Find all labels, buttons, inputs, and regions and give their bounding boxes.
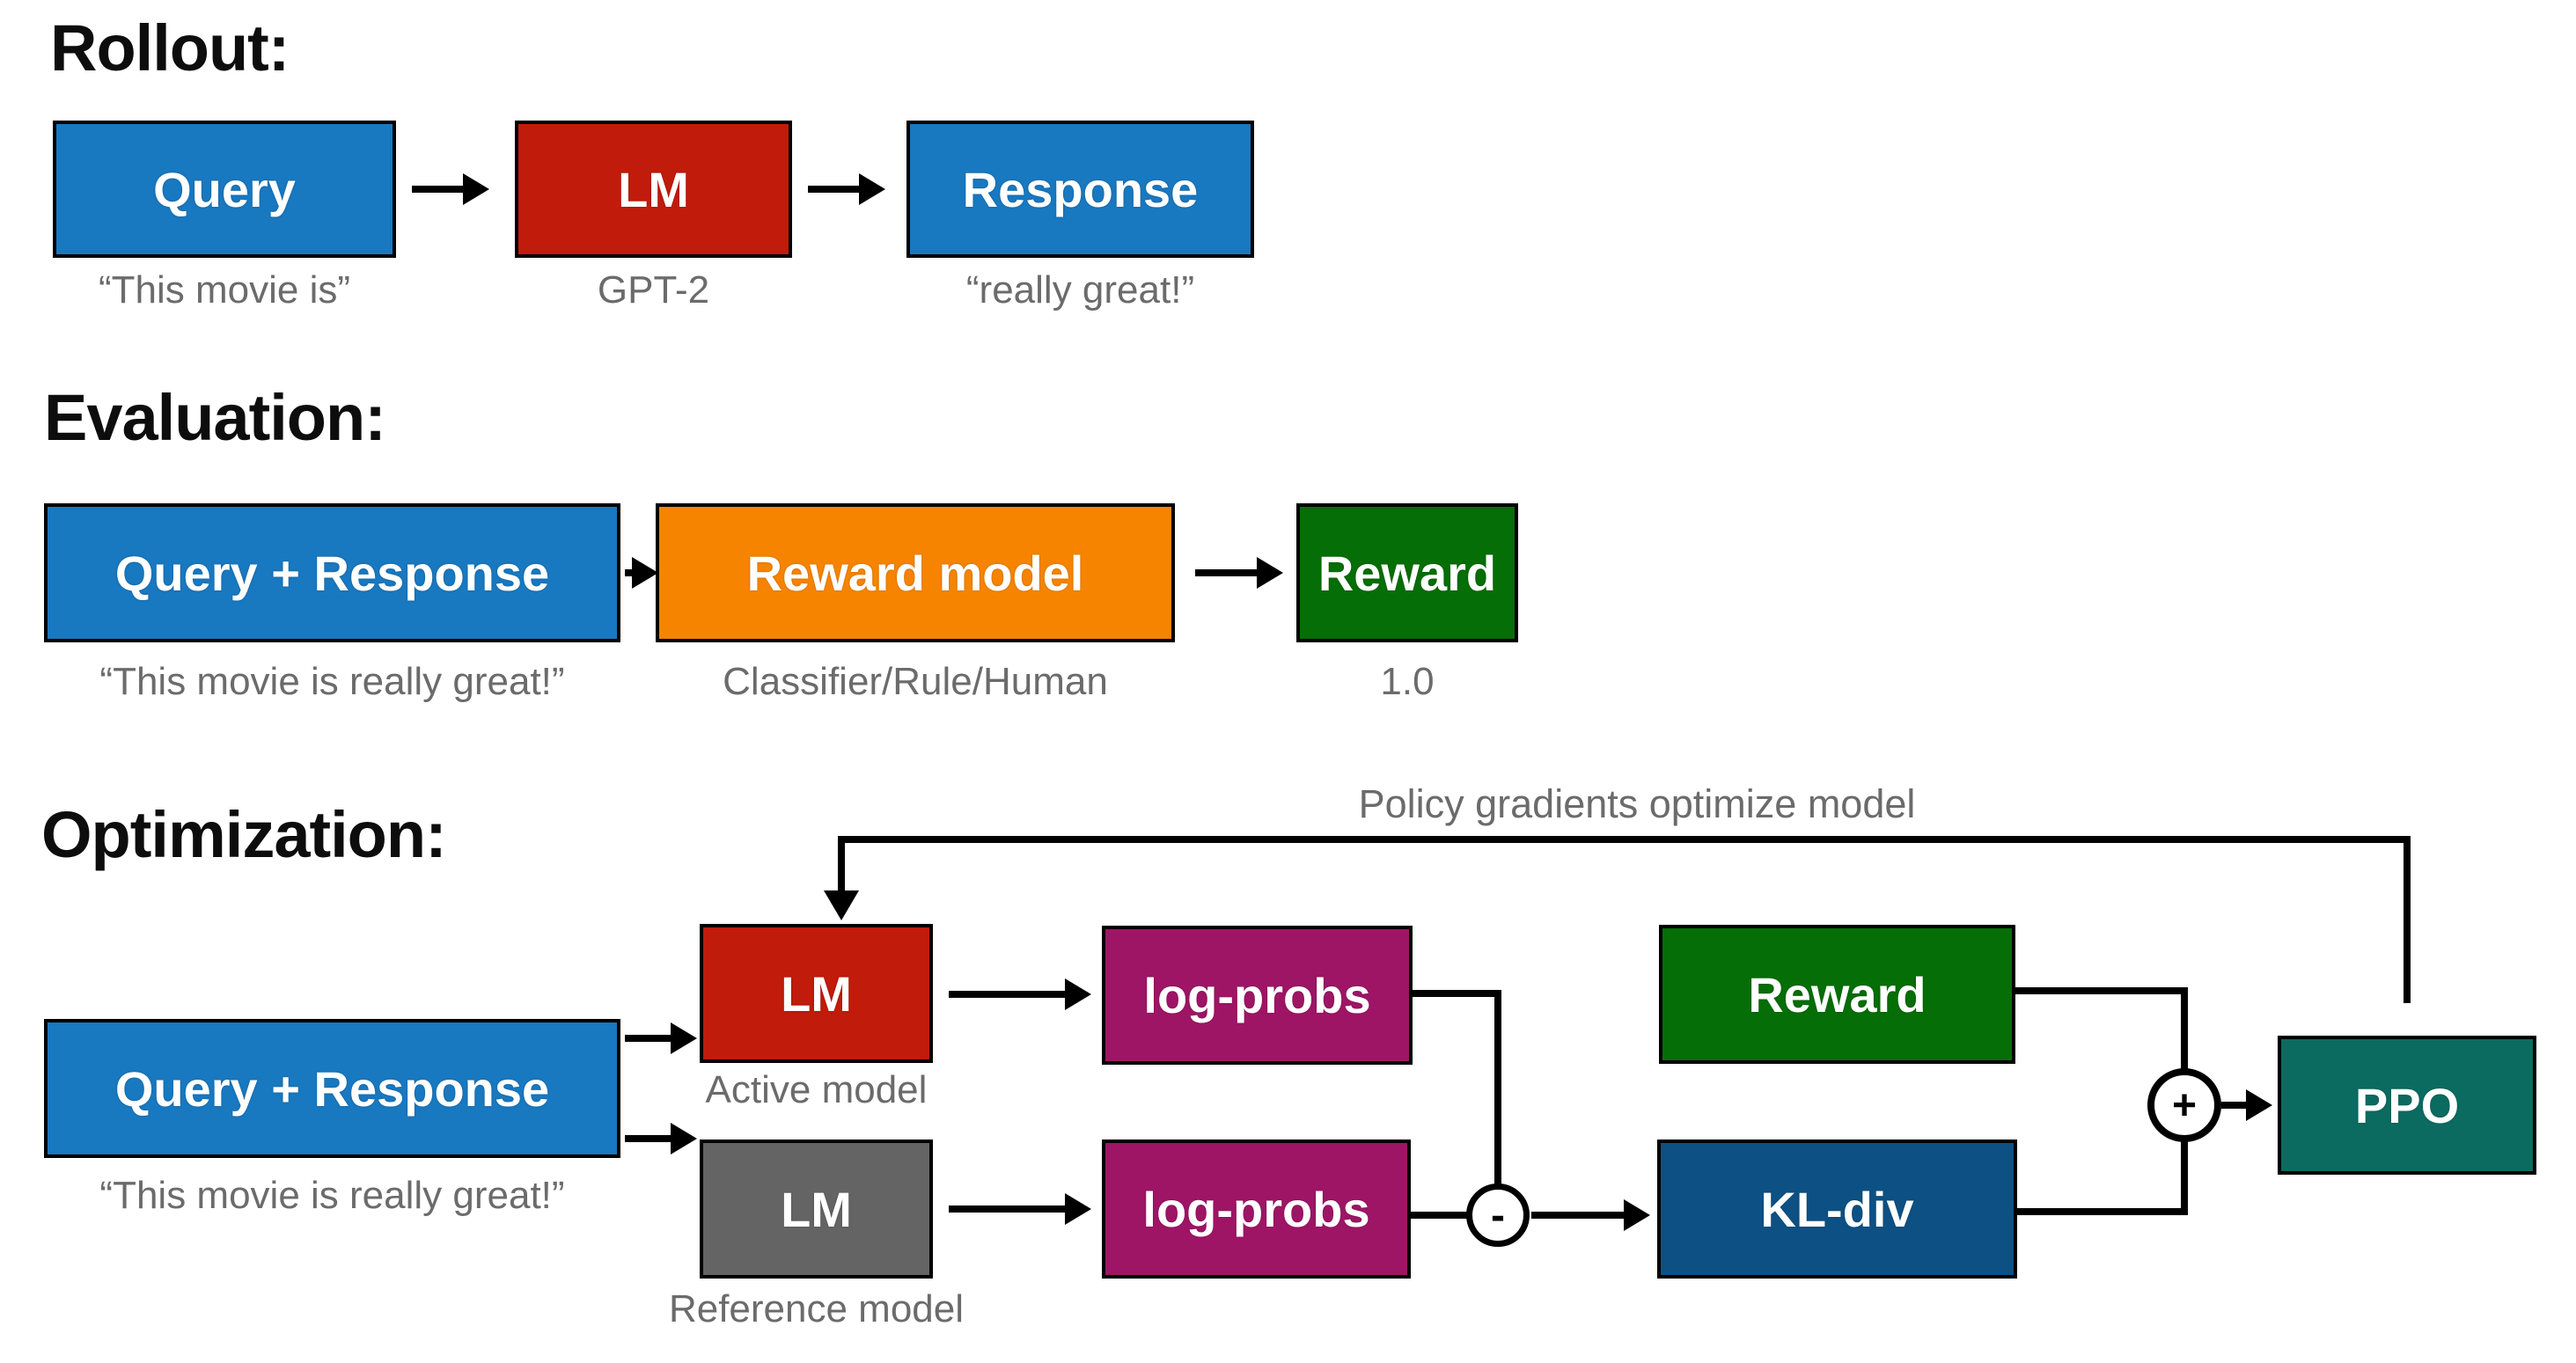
rollout-arrow-2-head: [859, 173, 885, 205]
rollout-query-box: Query: [53, 121, 396, 258]
arrow-minus-to-kldiv-shaft: [1531, 1212, 1624, 1219]
arrow-reference-lm-to-logprobs-shaft: [949, 1205, 1065, 1213]
rollout-arrow-1-shaft: [412, 186, 463, 193]
rollout-query-label: Query: [153, 161, 296, 217]
arrow-to-reference-lm-shaft: [625, 1135, 671, 1142]
arrow-plus-to-ppo-head: [2246, 1089, 2272, 1121]
feedback-line-vertical-right: [2404, 836, 2411, 1003]
arrow-active-lm-to-logprobs-shaft: [949, 991, 1065, 998]
kl-div-label: KL-div: [1760, 1181, 1914, 1237]
minus-operator-circle: -: [1466, 1183, 1530, 1247]
policy-gradients-feedback-label: Policy gradients optimize model: [1358, 781, 1916, 826]
evaluation-reward-model-box: Reward model: [656, 503, 1175, 642]
optimization-reward-box: Reward: [1659, 925, 2015, 1064]
rollout-response-caption: “really great!”: [965, 268, 1195, 311]
arrow-to-reference-lm-head: [671, 1123, 697, 1154]
arrow-plus-to-ppo-shaft: [2221, 1102, 2246, 1109]
kldiv-out-line-vertical: [2181, 1140, 2188, 1215]
reference-lm-label: LM: [781, 1181, 852, 1237]
evaluation-reward-caption: 1.0: [1380, 660, 1435, 703]
arrow-reference-lm-to-logprobs-head: [1065, 1193, 1091, 1225]
reward-out-line-horizontal: [2015, 987, 2188, 994]
active-logprobs-out-line-vertical: [1494, 990, 1501, 1185]
optimization-reward-label: Reward: [1748, 966, 1926, 1022]
reference-logprobs-out-line: [1411, 1212, 1468, 1219]
active-lm-box: LM: [700, 924, 933, 1063]
feedback-line-horizontal: [838, 836, 2411, 843]
kldiv-out-line-horizontal: [2017, 1208, 2188, 1215]
rollout-arrow-2-shaft: [808, 186, 859, 193]
reward-out-line-vertical: [2181, 987, 2188, 1070]
optimization-section-title: Optimization:: [41, 798, 447, 871]
rollout-lm-label: LM: [618, 161, 689, 217]
rollout-response-label: Response: [962, 161, 1199, 217]
rollout-query-caption: “This movie is”: [98, 268, 351, 311]
active-lm-caption: Active model: [705, 1068, 928, 1111]
reference-lm-box: LM: [700, 1139, 933, 1279]
arrow-minus-to-kldiv-head: [1624, 1199, 1650, 1231]
plus-operator-circle: +: [2147, 1068, 2221, 1142]
active-logprobs-box: log-probs: [1102, 926, 1413, 1065]
evaluation-reward-label: Reward: [1317, 545, 1497, 601]
rollout-section-title: Rollout:: [50, 11, 290, 84]
evaluation-arrow-2-shaft: [1195, 569, 1257, 576]
active-logprobs-out-line-horizontal: [1413, 990, 1501, 997]
evaluation-query-response-caption: “This movie is really great!”: [99, 660, 565, 703]
active-lm-label: LM: [781, 965, 852, 1022]
arrow-active-lm-to-logprobs-head: [1065, 978, 1091, 1010]
reference-logprobs-box: log-probs: [1102, 1139, 1411, 1279]
evaluation-query-response-label: Query + Response: [114, 545, 550, 601]
feedback-line-vertical-left: [838, 836, 845, 892]
rollout-lm-caption: GPT-2: [597, 268, 710, 311]
rollout-lm-box: LM: [515, 121, 792, 258]
evaluation-section-title: Evaluation:: [44, 381, 386, 454]
rollout-response-box: Response: [906, 121, 1254, 258]
evaluation-reward-box: Reward: [1296, 503, 1518, 642]
arrow-to-active-lm-shaft: [625, 1035, 671, 1042]
evaluation-reward-model-label: Reward model: [746, 545, 1084, 601]
feedback-arrow-head: [824, 890, 859, 920]
ppo-box: PPO: [2278, 1036, 2536, 1175]
active-logprobs-label: log-probs: [1143, 967, 1371, 1023]
ppo-label: PPO: [2354, 1077, 2460, 1133]
optimization-query-response-box: Query + Response: [44, 1019, 620, 1158]
optimization-query-response-label: Query + Response: [114, 1060, 550, 1117]
reference-logprobs-label: log-probs: [1142, 1181, 1370, 1237]
evaluation-arrow-2-head: [1257, 557, 1283, 589]
evaluation-query-response-box: Query + Response: [44, 503, 620, 642]
evaluation-arrow-1-head: [632, 557, 658, 589]
optimization-query-response-caption: “This movie is really great!”: [99, 1174, 565, 1217]
reference-lm-caption: Reference model: [668, 1287, 965, 1330]
rollout-arrow-1-head: [463, 173, 489, 205]
arrow-to-active-lm-head: [671, 1022, 697, 1054]
kl-div-box: KL-div: [1657, 1139, 2017, 1279]
evaluation-arrow-1-shaft: [625, 569, 632, 576]
evaluation-reward-model-caption: Classifier/Rule/Human: [723, 660, 1108, 703]
